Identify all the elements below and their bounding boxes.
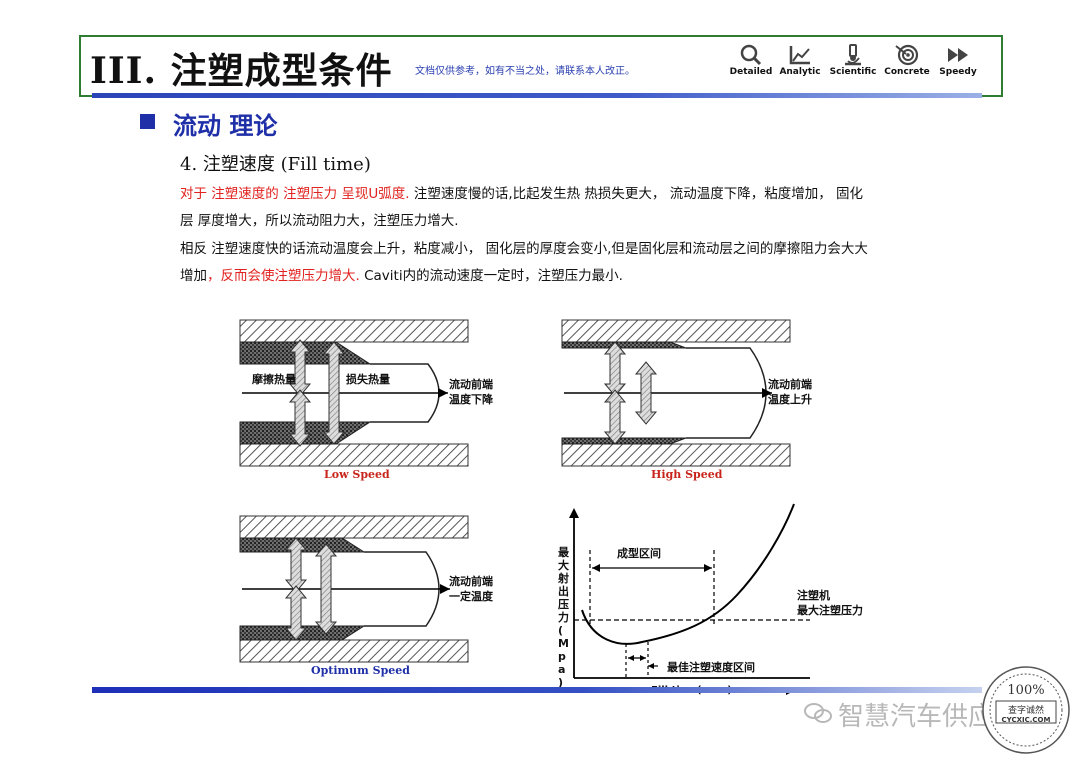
caption-optimum-speed: Optimum Speed — [311, 664, 410, 677]
toolbar-label-analytic: Analytic — [779, 67, 821, 77]
disclaimer-text: 文档仅供参考，如有不当之处，请联系本人改正。 — [415, 66, 635, 77]
paragraph-text: Caviti内的流动速度一定时，注塑压力最小. — [359, 268, 623, 284]
stamp-url-text: CYCXIC.COM — [1002, 716, 1051, 724]
caption-low-speed: Low Speed — [324, 468, 390, 481]
label-flow-front-line1: 流动前端 — [768, 378, 812, 391]
toolbar-label-concrete: Concrete — [884, 67, 930, 77]
toolbar-analytic: Analytic — [773, 44, 827, 77]
paragraph-text: 注塑速度慢的话,比起发生热 热损失更大， 流动温度下降，粘度增加， 固化 — [409, 186, 864, 202]
toolbar-detailed: Detailed — [724, 44, 778, 77]
graph-ylabel: 最大射出压力 ( Mpa ) — [558, 546, 569, 689]
search-icon — [740, 44, 762, 66]
header-rule — [92, 93, 982, 98]
label-flow-front-high: 流动前端 温度上升 — [768, 377, 812, 407]
optimum-speed-diagram — [239, 515, 469, 663]
section-bullet — [140, 114, 155, 129]
label-flow-front-line1: 流动前端 — [449, 575, 493, 588]
low-speed-diagram — [239, 319, 469, 467]
fast-forward-icon — [948, 48, 968, 62]
toolbar-speedy: Speedy — [931, 44, 985, 77]
paragraph-text: 增加 — [180, 268, 207, 284]
subheading: 4. 注塑速度 (Fill time) — [180, 154, 371, 175]
wechat-icon — [804, 703, 832, 723]
target-icon — [895, 44, 919, 66]
label-heat-loss: 损失热量 — [346, 373, 390, 386]
microscope-icon — [845, 44, 861, 66]
label-flow-front-low: 流动前端 温度下降 — [449, 377, 493, 407]
stamp-seal: 100% 查字诚然 CYCXIC.COM — [980, 664, 1072, 760]
paragraph-highlight: 对于 注塑速度的 注塑压力 呈现U弧度. — [180, 186, 410, 202]
graph-machine-label-line2: 最大注塑压力 — [797, 604, 863, 617]
toolbar-label-speedy: Speedy — [939, 67, 977, 77]
section-title: 流动 理论 — [173, 112, 278, 140]
paragraph-line-1: 对于 注塑速度的 注塑压力 呈现U弧度. 注塑速度慢的话,比起发生热 热损失更大… — [180, 184, 863, 204]
stamp-top-text: 100% — [1007, 683, 1044, 698]
graph-range-label: 成型区间 — [617, 547, 661, 560]
page-title: III. 注塑成型条件 — [90, 50, 393, 92]
label-flow-front-line2: 一定温度 — [449, 590, 493, 603]
footer-rule — [92, 687, 982, 693]
graph-optimum-label: 最佳注塑速度区间 — [667, 661, 755, 674]
label-flow-front-optimum: 流动前端 一定温度 — [449, 574, 493, 604]
graph-machine-label: 注塑机 最大注塑压力 — [797, 588, 863, 618]
paragraph-line-4: 增加，反而会使注塑压力增大. Caviti内的流动速度一定时，注塑压力最小. — [180, 266, 623, 286]
graph-machine-label-line1: 注塑机 — [797, 589, 830, 602]
pressure-fill-time-graph — [569, 503, 810, 679]
toolbar-concrete: Concrete — [880, 44, 934, 77]
toolbar-scientific: Scientific — [826, 44, 880, 77]
paragraph-line-2: 层 厚度增大，所以流动阻力大，注塑压力增大. — [180, 213, 459, 229]
chart-icon — [789, 46, 810, 65]
toolbar-label-scientific: Scientific — [829, 67, 877, 77]
toolbar-label-detailed: Detailed — [729, 67, 773, 77]
seal-icon: 100% 查字诚然 CYCXIC.COM — [982, 666, 1070, 754]
paragraph-line-3: 相反 注塑速度快的话流动温度会上升，粘度减小， 固化层的厚度会变小,但是固化层和… — [180, 241, 868, 257]
label-flow-front-line2: 温度下降 — [449, 393, 493, 406]
caption-high-speed: High Speed — [651, 468, 723, 481]
stamp-mid-text: 查字诚然 — [1008, 704, 1044, 716]
paragraph-highlight: ，反而会使注塑压力增大. — [207, 268, 360, 284]
label-friction-heat: 摩擦热量 — [252, 373, 296, 386]
high-speed-diagram — [561, 319, 791, 467]
label-flow-front-line1: 流动前端 — [449, 378, 493, 391]
label-flow-front-line2: 温度上升 — [768, 393, 812, 406]
